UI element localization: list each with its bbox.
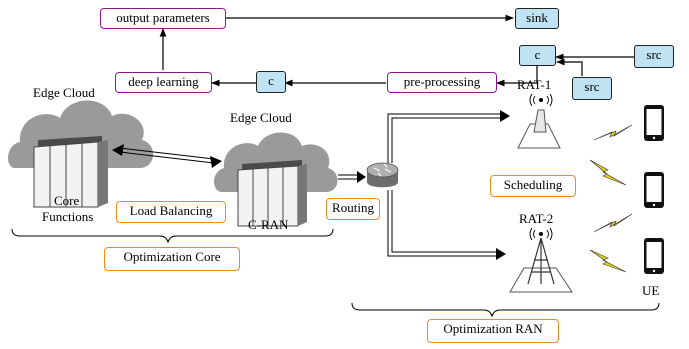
sink-box: sink: [515, 8, 559, 29]
cloud-link-arrow: [112, 144, 222, 168]
router-to-rat1-link: [387, 110, 510, 163]
rat2-label: RAT-2: [519, 211, 554, 226]
scheduling-box: Scheduling: [490, 175, 576, 197]
c-ran-label: C-RAN: [248, 217, 289, 232]
core-functions-label-line1: Core: [54, 193, 80, 208]
edge-cloud-right-icon: [214, 132, 338, 227]
optimization-core-box: Optimization Core: [104, 247, 240, 271]
src-box-top: src: [634, 45, 674, 68]
c-box-right: c: [519, 45, 556, 66]
output-parameters-box: output parameters: [100, 8, 226, 29]
router-icon: [366, 162, 399, 188]
c-box-left: c: [256, 71, 286, 93]
deep-learning-box: deep learning: [115, 72, 212, 93]
router-to-rat2-link: [387, 190, 506, 260]
routing-box: Routing: [326, 198, 380, 220]
ue-label: UE: [642, 283, 660, 298]
rat1-antenna-icon: [517, 93, 561, 149]
optimization-ran-brace: [351, 302, 660, 318]
src-box-bottom: src: [572, 77, 612, 100]
load-balancing-box: Load Balancing: [116, 201, 226, 223]
cran-to-router-arrow: [338, 171, 366, 183]
edge-cloud-left-label: Edge Cloud: [33, 85, 95, 100]
ue-phone-icon: [644, 105, 664, 274]
pre-processing-box: pre-processing: [387, 72, 497, 93]
arrow-src-bottom-to-c: [556, 58, 583, 76]
core-functions-label-line2: Functions: [42, 209, 94, 224]
edge-cloud-right-label: Edge Cloud: [230, 110, 292, 125]
optimization-ran-box: Optimization RAN: [427, 319, 559, 343]
arrow-c-to-preprocessing: [496, 65, 538, 87]
rat1-label: RAT-1: [517, 77, 552, 92]
edge-cloud-left-icon: [8, 100, 154, 208]
wireless-link-icon: [589, 124, 633, 273]
optimization-core-brace: [11, 228, 334, 244]
rat2-antenna-icon: [509, 227, 573, 293]
